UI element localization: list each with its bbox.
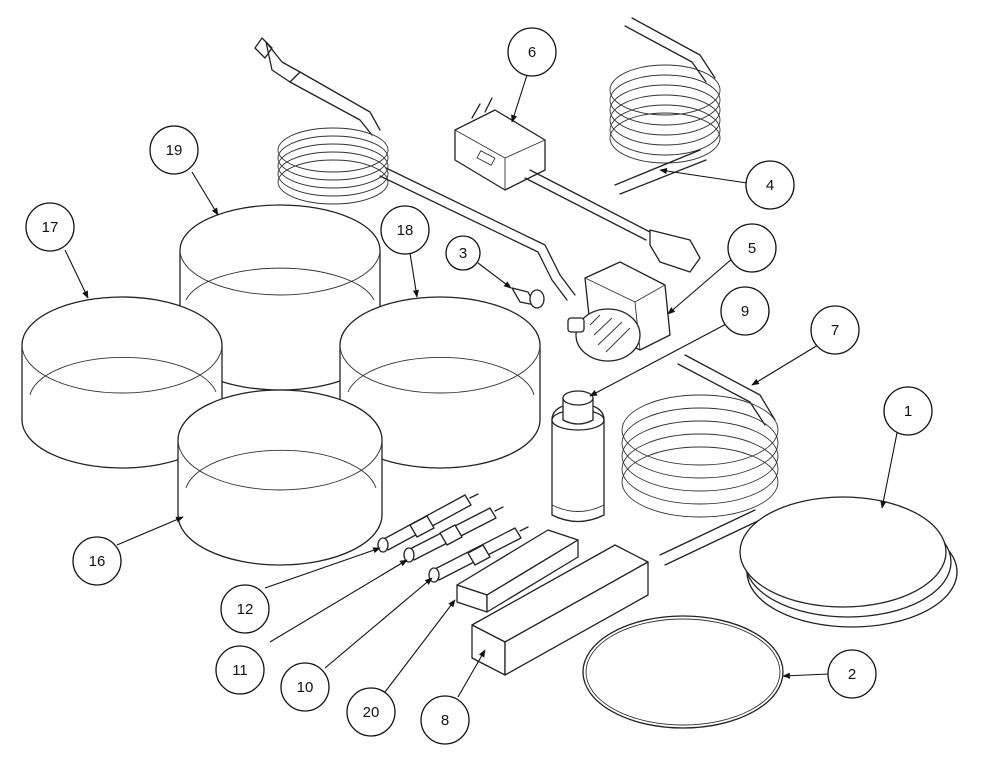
callout-18: 18 bbox=[380, 205, 430, 255]
callout-3-label: 3 bbox=[459, 245, 467, 262]
callout-4: 4 bbox=[745, 160, 795, 210]
part-11-syringe bbox=[403, 506, 504, 563]
part-4-tubing bbox=[609, 17, 721, 195]
callout-1-label: 1 bbox=[904, 403, 912, 420]
callout-6-label: 6 bbox=[528, 44, 536, 61]
callout-11: 11 bbox=[215, 645, 265, 695]
callout-19-label: 19 bbox=[166, 142, 183, 159]
part-2-disc bbox=[582, 615, 784, 729]
callout-11-label: 11 bbox=[232, 662, 248, 679]
callout-7-label: 7 bbox=[831, 322, 839, 339]
callout-17-label: 17 bbox=[42, 219, 59, 236]
part-3-fitting bbox=[511, 287, 545, 309]
part-1-discs bbox=[739, 496, 958, 628]
part-10-syringe bbox=[428, 526, 529, 583]
callout-2: 2 bbox=[827, 649, 877, 699]
callout-5-label: 5 bbox=[748, 240, 756, 257]
callout-12: 12 bbox=[220, 584, 270, 634]
callout-5: 5 bbox=[727, 223, 777, 273]
part-7-tubing bbox=[621, 354, 779, 566]
part-18-band bbox=[339, 296, 541, 469]
callout-6: 6 bbox=[507, 27, 557, 77]
callout-20: 20 bbox=[346, 687, 396, 737]
callout-9-label: 9 bbox=[741, 303, 749, 320]
part-20-block bbox=[456, 529, 579, 613]
part-16-band bbox=[177, 389, 383, 566]
part-12-syringe bbox=[377, 493, 479, 553]
callout-19: 19 bbox=[149, 125, 199, 175]
callout-17: 17 bbox=[25, 202, 75, 252]
callout-18-label: 18 bbox=[397, 222, 414, 239]
leader-lines bbox=[64, 74, 898, 698]
callout-10: 10 bbox=[280, 662, 330, 712]
callout-2-label: 2 bbox=[848, 666, 856, 683]
callout-12-label: 12 bbox=[237, 601, 254, 618]
callout-10-label: 10 bbox=[297, 679, 314, 696]
callout-8: 8 bbox=[420, 695, 470, 745]
pump-power-cord bbox=[254, 37, 576, 301]
callout-1: 1 bbox=[883, 386, 933, 436]
callout-7: 7 bbox=[810, 305, 860, 355]
part-5-pump bbox=[567, 261, 671, 362]
callout-9: 9 bbox=[720, 286, 770, 336]
callout-16-label: 16 bbox=[89, 553, 106, 570]
callout-4-label: 4 bbox=[766, 177, 774, 194]
part-9-bottle bbox=[551, 390, 605, 523]
callout-8-label: 8 bbox=[441, 712, 449, 729]
callout-3: 3 bbox=[445, 235, 481, 271]
part-8-block bbox=[471, 544, 649, 676]
part-6-adapter bbox=[454, 97, 701, 273]
callout-20-label: 20 bbox=[363, 704, 380, 721]
callout-16: 16 bbox=[72, 536, 122, 586]
